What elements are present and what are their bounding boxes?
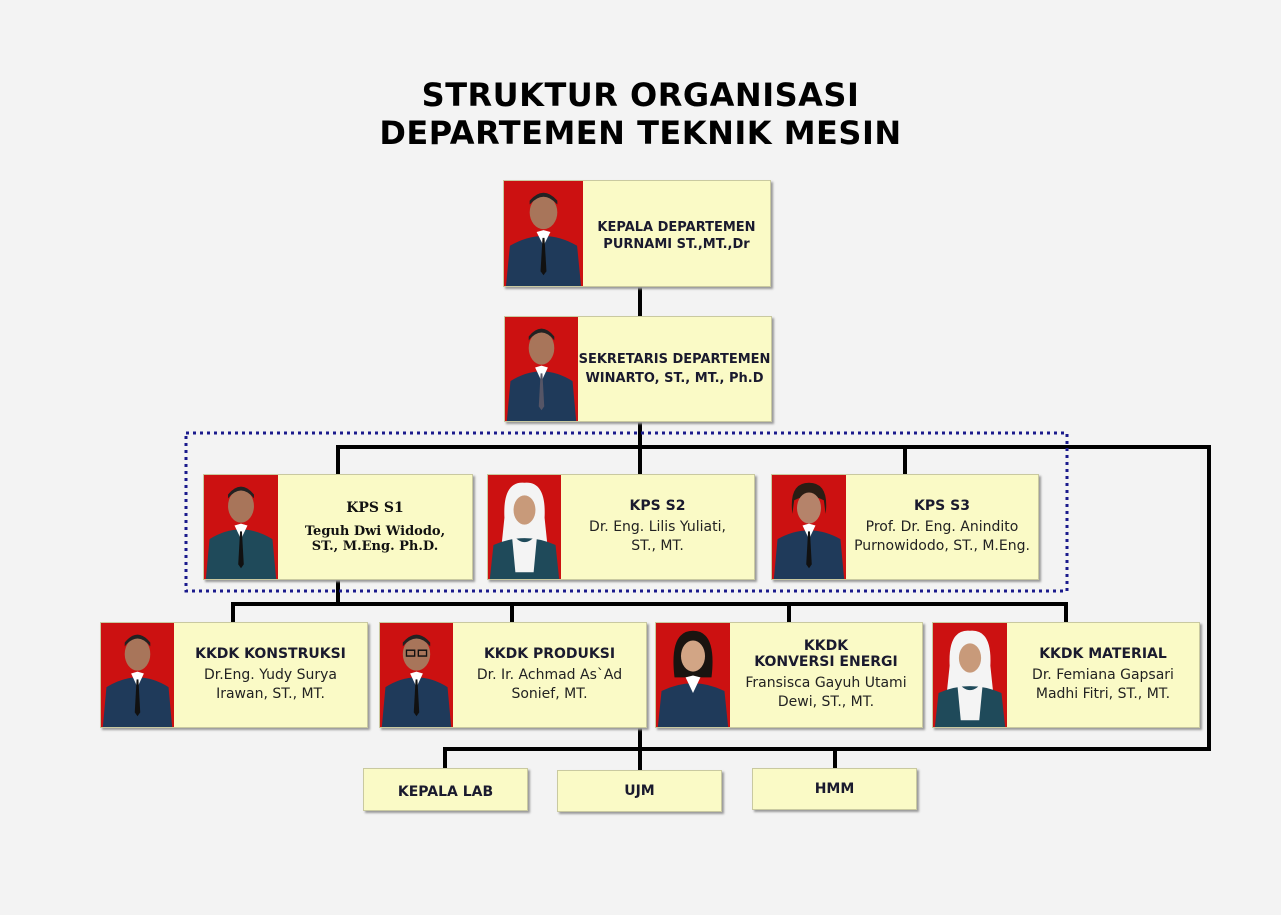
title-line-2: DEPARTEMEN TEKNIK MESIN <box>379 114 902 152</box>
kps-s1-info: KPS S1 Teguh Dwi Widodo, ST., M.Eng. Ph.… <box>278 475 472 579</box>
kkdk-material-photo <box>933 623 1007 727</box>
kkdk-konstruksi-card: KKDK KONSTRUKSI Dr.Eng. Yudy Surya Irawa… <box>100 622 368 728</box>
secretary-name: WINARTO, ST., MT., Ph.D <box>585 371 764 386</box>
kkdk-produksi-photo <box>380 623 453 727</box>
kps-s2-info: KPS S2 Dr. Eng. Lilis Yuliati, ST., MT. <box>561 475 754 579</box>
kkdk-konversi-energi-photo <box>656 623 730 727</box>
kkdk-konstruksi-role: KKDK KONSTRUKSI <box>195 646 346 662</box>
kkdk-material-info: KKDK MATERIAL Dr. Femiana Gapsari Madhi … <box>1007 623 1199 727</box>
unit-hmm: HMM <box>752 768 917 810</box>
head-role: KEPALA DEPARTEMEN <box>597 219 756 235</box>
kkdk-konversi-energi-name-line1: Fransisca Gayuh Utami <box>745 675 907 691</box>
kkdk-konversi-energi-card: KKDK KONVERSI ENERGI Fransisca Gayuh Uta… <box>655 622 923 728</box>
kps-s3-name-line2: Purnowidodo, ST., M.Eng. <box>854 538 1030 554</box>
kps-s2-role: KPS S2 <box>629 498 686 514</box>
kps-s3-card: KPS S3 Prof. Dr. Eng. Anindito Purnowido… <box>771 474 1039 580</box>
kkdk-konstruksi-info: KKDK KONSTRUKSI Dr.Eng. Yudy Surya Irawa… <box>174 623 367 727</box>
kkdk-material-role: KKDK MATERIAL <box>1039 646 1167 662</box>
kps-s1-role: KPS S1 <box>346 500 404 516</box>
kkdk-konstruksi-photo <box>101 623 174 727</box>
kkdk-material-name-line1: Dr. Femiana Gapsari <box>1032 667 1174 683</box>
kps-s1-card: KPS S1 Teguh Dwi Widodo, ST., M.Eng. Ph.… <box>203 474 473 580</box>
secretary-card: SEKRETARIS DEPARTEMEN WINARTO, ST., MT.,… <box>504 316 772 422</box>
kps-s3-info: KPS S3 Prof. Dr. Eng. Anindito Purnowido… <box>846 475 1038 579</box>
kkdk-konversi-energi-role-line2: KONVERSI ENERGI <box>754 654 898 670</box>
kps-s3-name-line1: Prof. Dr. Eng. Anindito <box>865 519 1019 535</box>
kkdk-konstruksi-name-line1: Dr.Eng. Yudy Surya <box>203 667 338 683</box>
kps-group-outline <box>184 431 1069 593</box>
page-title: STRUKTUR ORGANISASI DEPARTEMEN TEKNIK ME… <box>0 76 1281 152</box>
kps-s1-name-line1: Teguh Dwi Widodo, <box>304 524 446 539</box>
secretary-photo <box>505 317 578 421</box>
kkdk-material-name-line2: Madhi Fitri, ST., MT. <box>1035 686 1171 702</box>
head-card: KEPALA DEPARTEMEN PURNAMI ST.,MT.,Dr <box>503 180 771 287</box>
kkdk-material-card: KKDK MATERIAL Dr. Femiana Gapsari Madhi … <box>932 622 1200 728</box>
kkdk-konversi-energi-info: KKDK KONVERSI ENERGI Fransisca Gayuh Uta… <box>730 623 922 727</box>
head-info: KEPALA DEPARTEMEN PURNAMI ST.,MT.,Dr <box>583 181 770 286</box>
secretary-role: SEKRETARIS DEPARTEMEN <box>578 352 771 367</box>
kps-s1-photo <box>204 475 278 579</box>
head-name: PURNAMI ST.,MT.,Dr <box>603 236 750 252</box>
kps-s3-photo <box>772 475 846 579</box>
unit-kepala-lab: KEPALA LAB <box>363 768 528 811</box>
kkdk-produksi-role: KKDK PRODUKSI <box>483 646 616 662</box>
kps-s1-name-line2: ST., M.Eng. Ph.D. <box>311 539 439 554</box>
kps-s3-role: KPS S3 <box>914 498 970 514</box>
unit-ujm: UJM <box>557 770 722 812</box>
kkdk-konversi-energi-name-line2: Dewi, ST., MT. <box>777 694 875 710</box>
kps-s2-name-line1: Dr. Eng. Lilis Yuliati, <box>589 519 726 535</box>
kkdk-konstruksi-name-line2: Irawan, ST., MT. <box>216 686 325 702</box>
secretary-info: SEKRETARIS DEPARTEMEN WINARTO, ST., MT.,… <box>578 317 771 421</box>
kkdk-produksi-name-line1: Dr. Ir. Achmad As`Ad <box>476 667 623 683</box>
head-photo <box>504 181 583 286</box>
kkdk-produksi-info: KKDK PRODUKSI Dr. Ir. Achmad As`Ad Sonie… <box>453 623 646 727</box>
kps-s2-card: KPS S2 Dr. Eng. Lilis Yuliati, ST., MT. <box>487 474 755 580</box>
title-line-1: STRUKTUR ORGANISASI <box>421 76 860 114</box>
kkdk-produksi-card: KKDK PRODUKSI Dr. Ir. Achmad As`Ad Sonie… <box>379 622 647 728</box>
kkdk-konversi-energi-role-line1: KKDK <box>803 638 849 654</box>
kps-s2-name-line2: ST., MT. <box>631 538 684 554</box>
kps-s2-photo <box>488 475 561 579</box>
kkdk-produksi-name-line2: Sonief, MT. <box>511 686 588 702</box>
